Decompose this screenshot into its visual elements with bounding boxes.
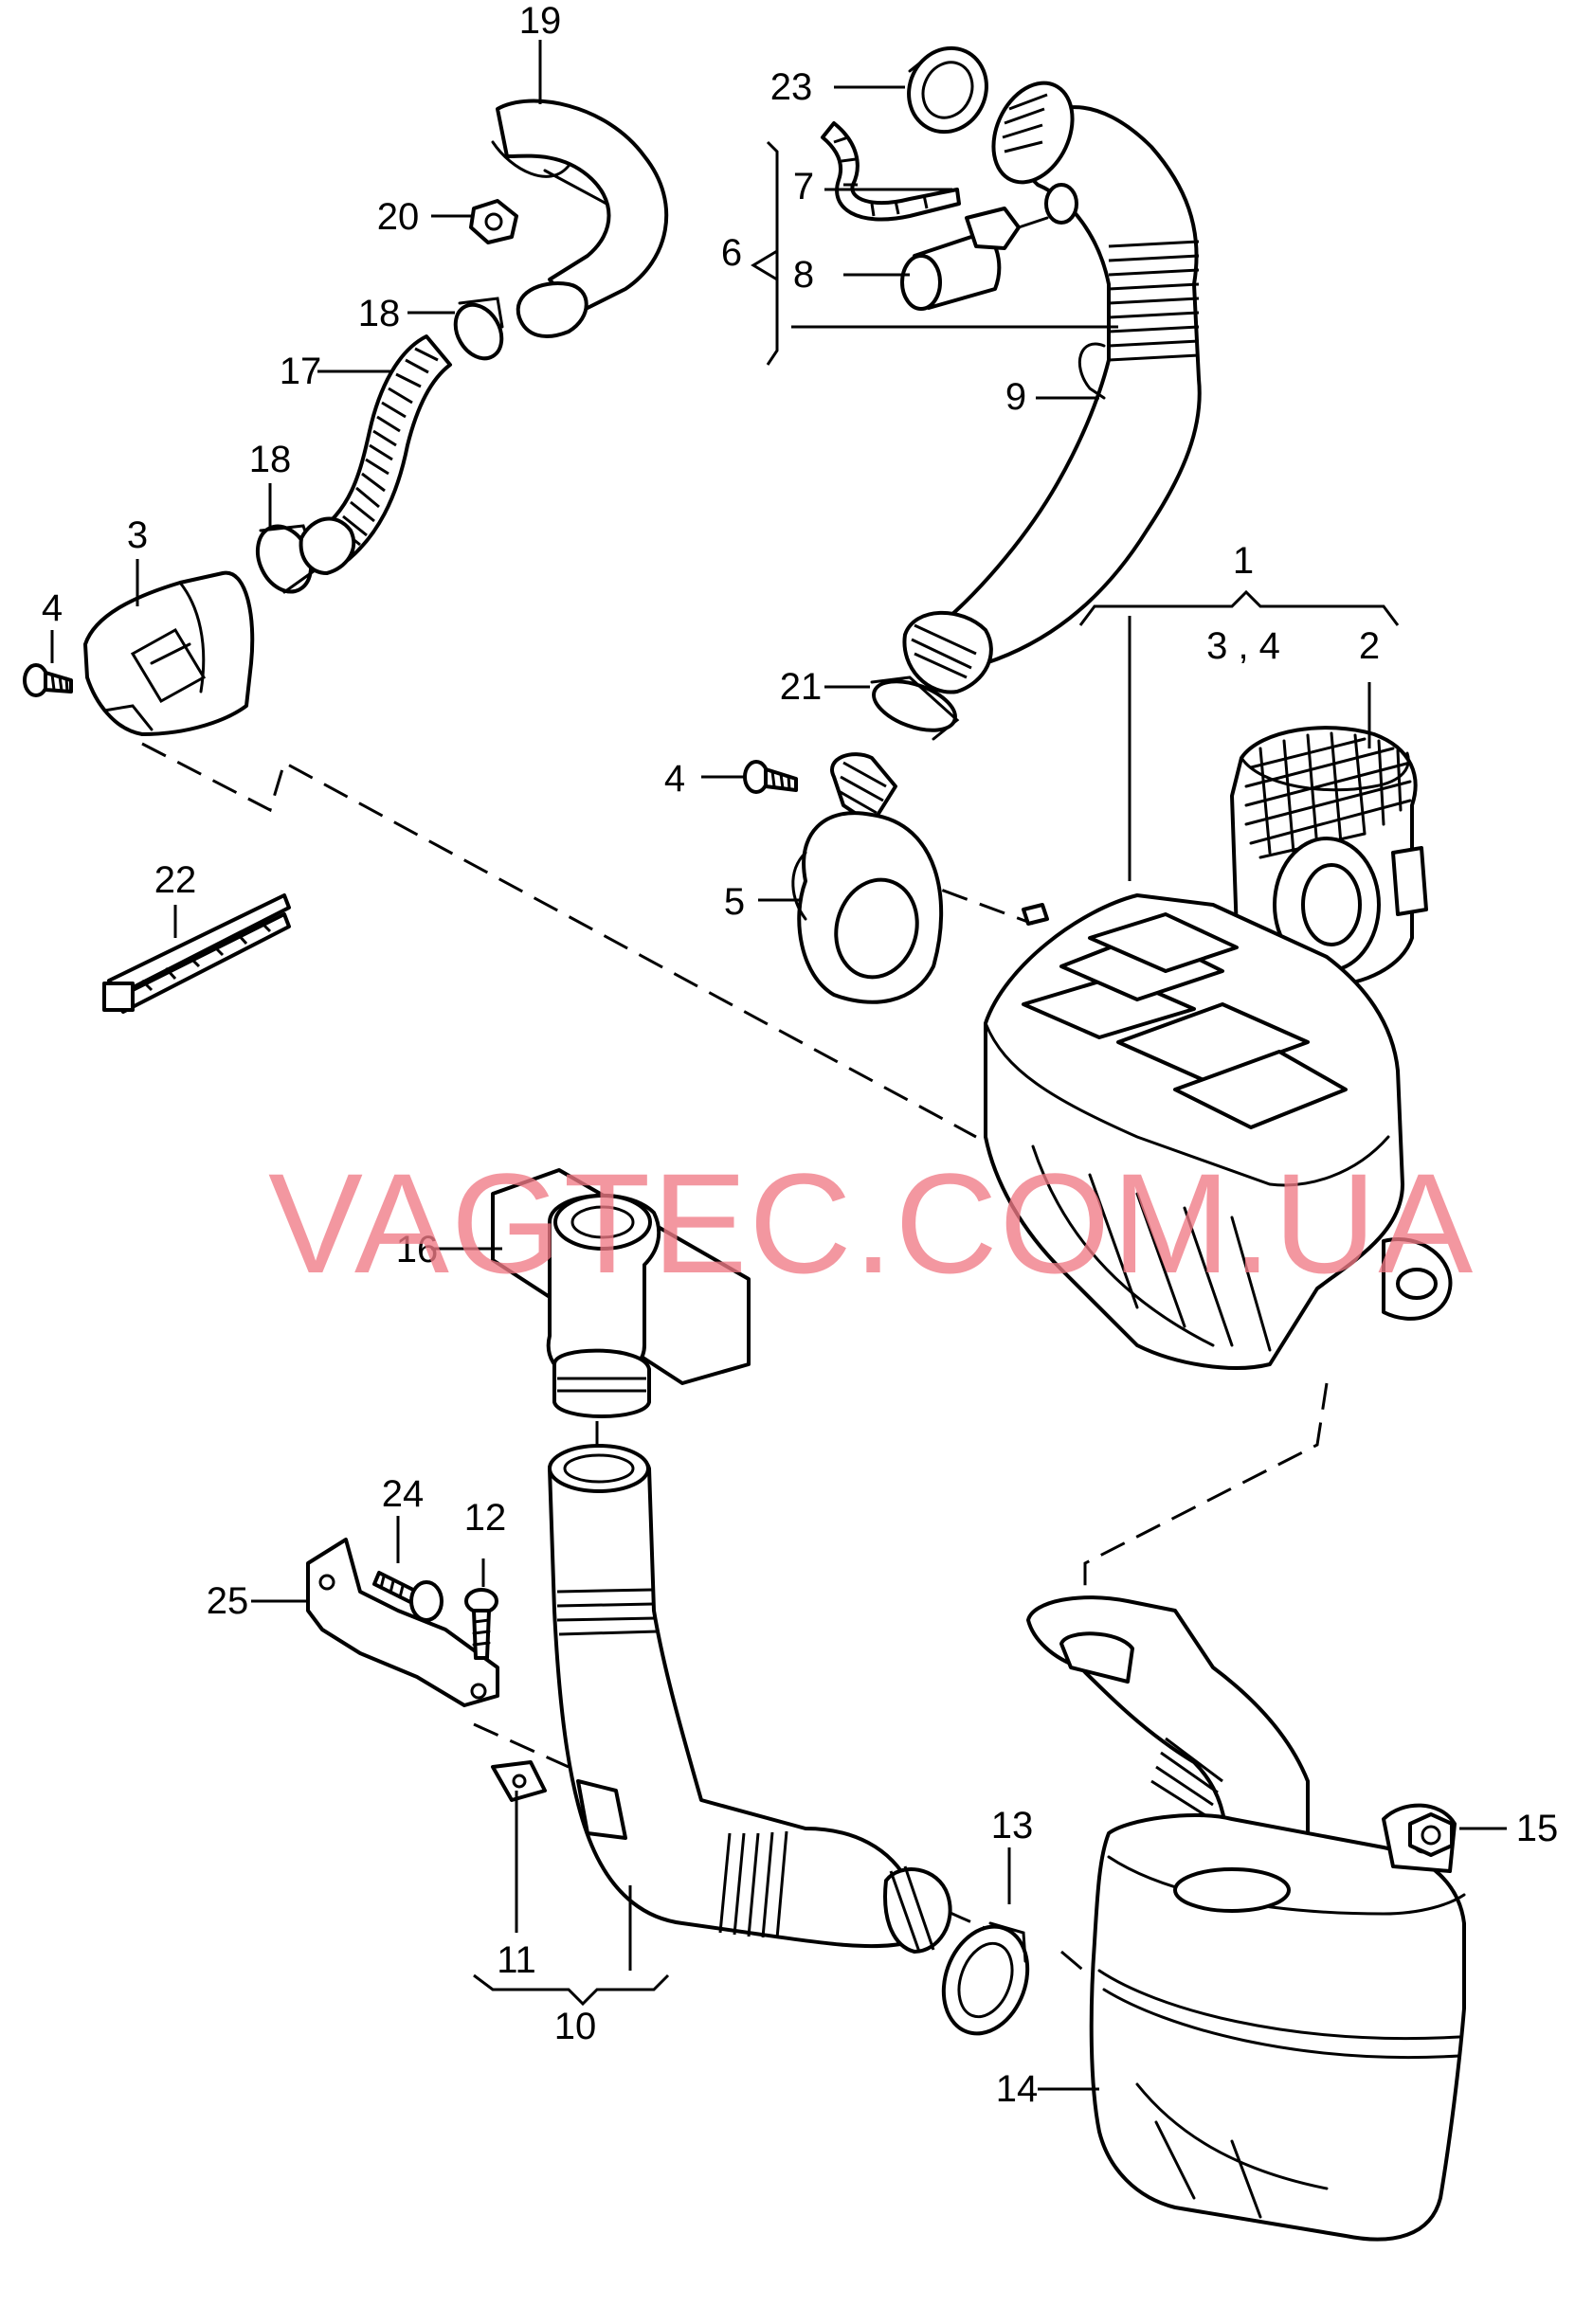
part-17-corrugated-hose <box>299 334 452 575</box>
callout-8: 8 <box>793 254 814 296</box>
callout-22: 22 <box>154 859 197 901</box>
callout-9: 9 <box>1005 376 1026 418</box>
part-15-nut <box>1408 1812 1454 1857</box>
callout-25: 25 <box>207 1580 249 1622</box>
callout-19: 19 <box>519 0 562 42</box>
callout-20: 20 <box>377 196 420 238</box>
callout-11: 11 <box>497 1939 536 1981</box>
part-13-clamp <box>941 1921 1030 2036</box>
part-10-lower-duct <box>548 1444 952 1954</box>
callout-7: 7 <box>793 166 814 207</box>
part-20-nut <box>469 199 518 244</box>
part-7-vent-hose <box>821 121 961 222</box>
part-3-intake-piece <box>83 570 255 736</box>
callout-1: 1 <box>1233 540 1254 582</box>
callout-16: 16 <box>396 1229 439 1270</box>
part-14-resonator <box>1026 1595 1466 2242</box>
callout-24: 24 <box>382 1473 425 1515</box>
part-25-bracket <box>306 1538 499 1707</box>
part-11-clip <box>491 1760 547 1802</box>
callout-2: 2 <box>1359 625 1380 667</box>
callout-18-upper: 18 <box>358 293 401 334</box>
part-23-clamp <box>907 45 988 135</box>
part-1-filter-housing <box>984 893 1453 1370</box>
part-22-cable-tie <box>102 893 291 1014</box>
callout-3: 3 <box>127 514 148 556</box>
callout-13: 13 <box>991 1805 1034 1847</box>
part-4-screw-left <box>23 663 73 697</box>
part-9-intake-hose <box>902 81 1202 694</box>
part-19-bent-hose <box>491 99 669 338</box>
callout-23: 23 <box>770 66 813 108</box>
callout-17: 17 <box>280 351 322 392</box>
callout-4-left: 4 <box>42 587 63 629</box>
part-4-screw-right <box>743 760 798 794</box>
callout-18-lower: 18 <box>249 439 292 480</box>
part-24-screw <box>372 1571 444 1622</box>
part-5-adapter <box>791 752 944 1004</box>
part-18-clamp-upper <box>453 297 504 361</box>
part-8-valve <box>900 207 1049 311</box>
leader-lines <box>50 40 1507 2091</box>
callout-3-4: 3 , 4 <box>1206 625 1280 667</box>
part-12-bolt <box>464 1588 498 1660</box>
callout-6: 6 <box>721 232 742 274</box>
callout-14: 14 <box>996 2068 1039 2110</box>
part-16-duct <box>491 1168 751 1418</box>
callout-4-right: 4 <box>664 758 685 800</box>
callout-12: 12 <box>464 1497 507 1539</box>
callout-15: 15 <box>1516 1808 1559 1849</box>
callout-labels: 1 2 3 , 4 3 4 4 5 6 7 8 9 10 11 12 13 14… <box>42 0 1558 2110</box>
part-21-clamp <box>870 676 960 741</box>
watermark: VAGTEC.COM.UA <box>268 1144 1475 1303</box>
callout-5: 5 <box>724 881 745 923</box>
callout-10: 10 <box>554 2006 597 2047</box>
callout-21: 21 <box>780 666 823 708</box>
